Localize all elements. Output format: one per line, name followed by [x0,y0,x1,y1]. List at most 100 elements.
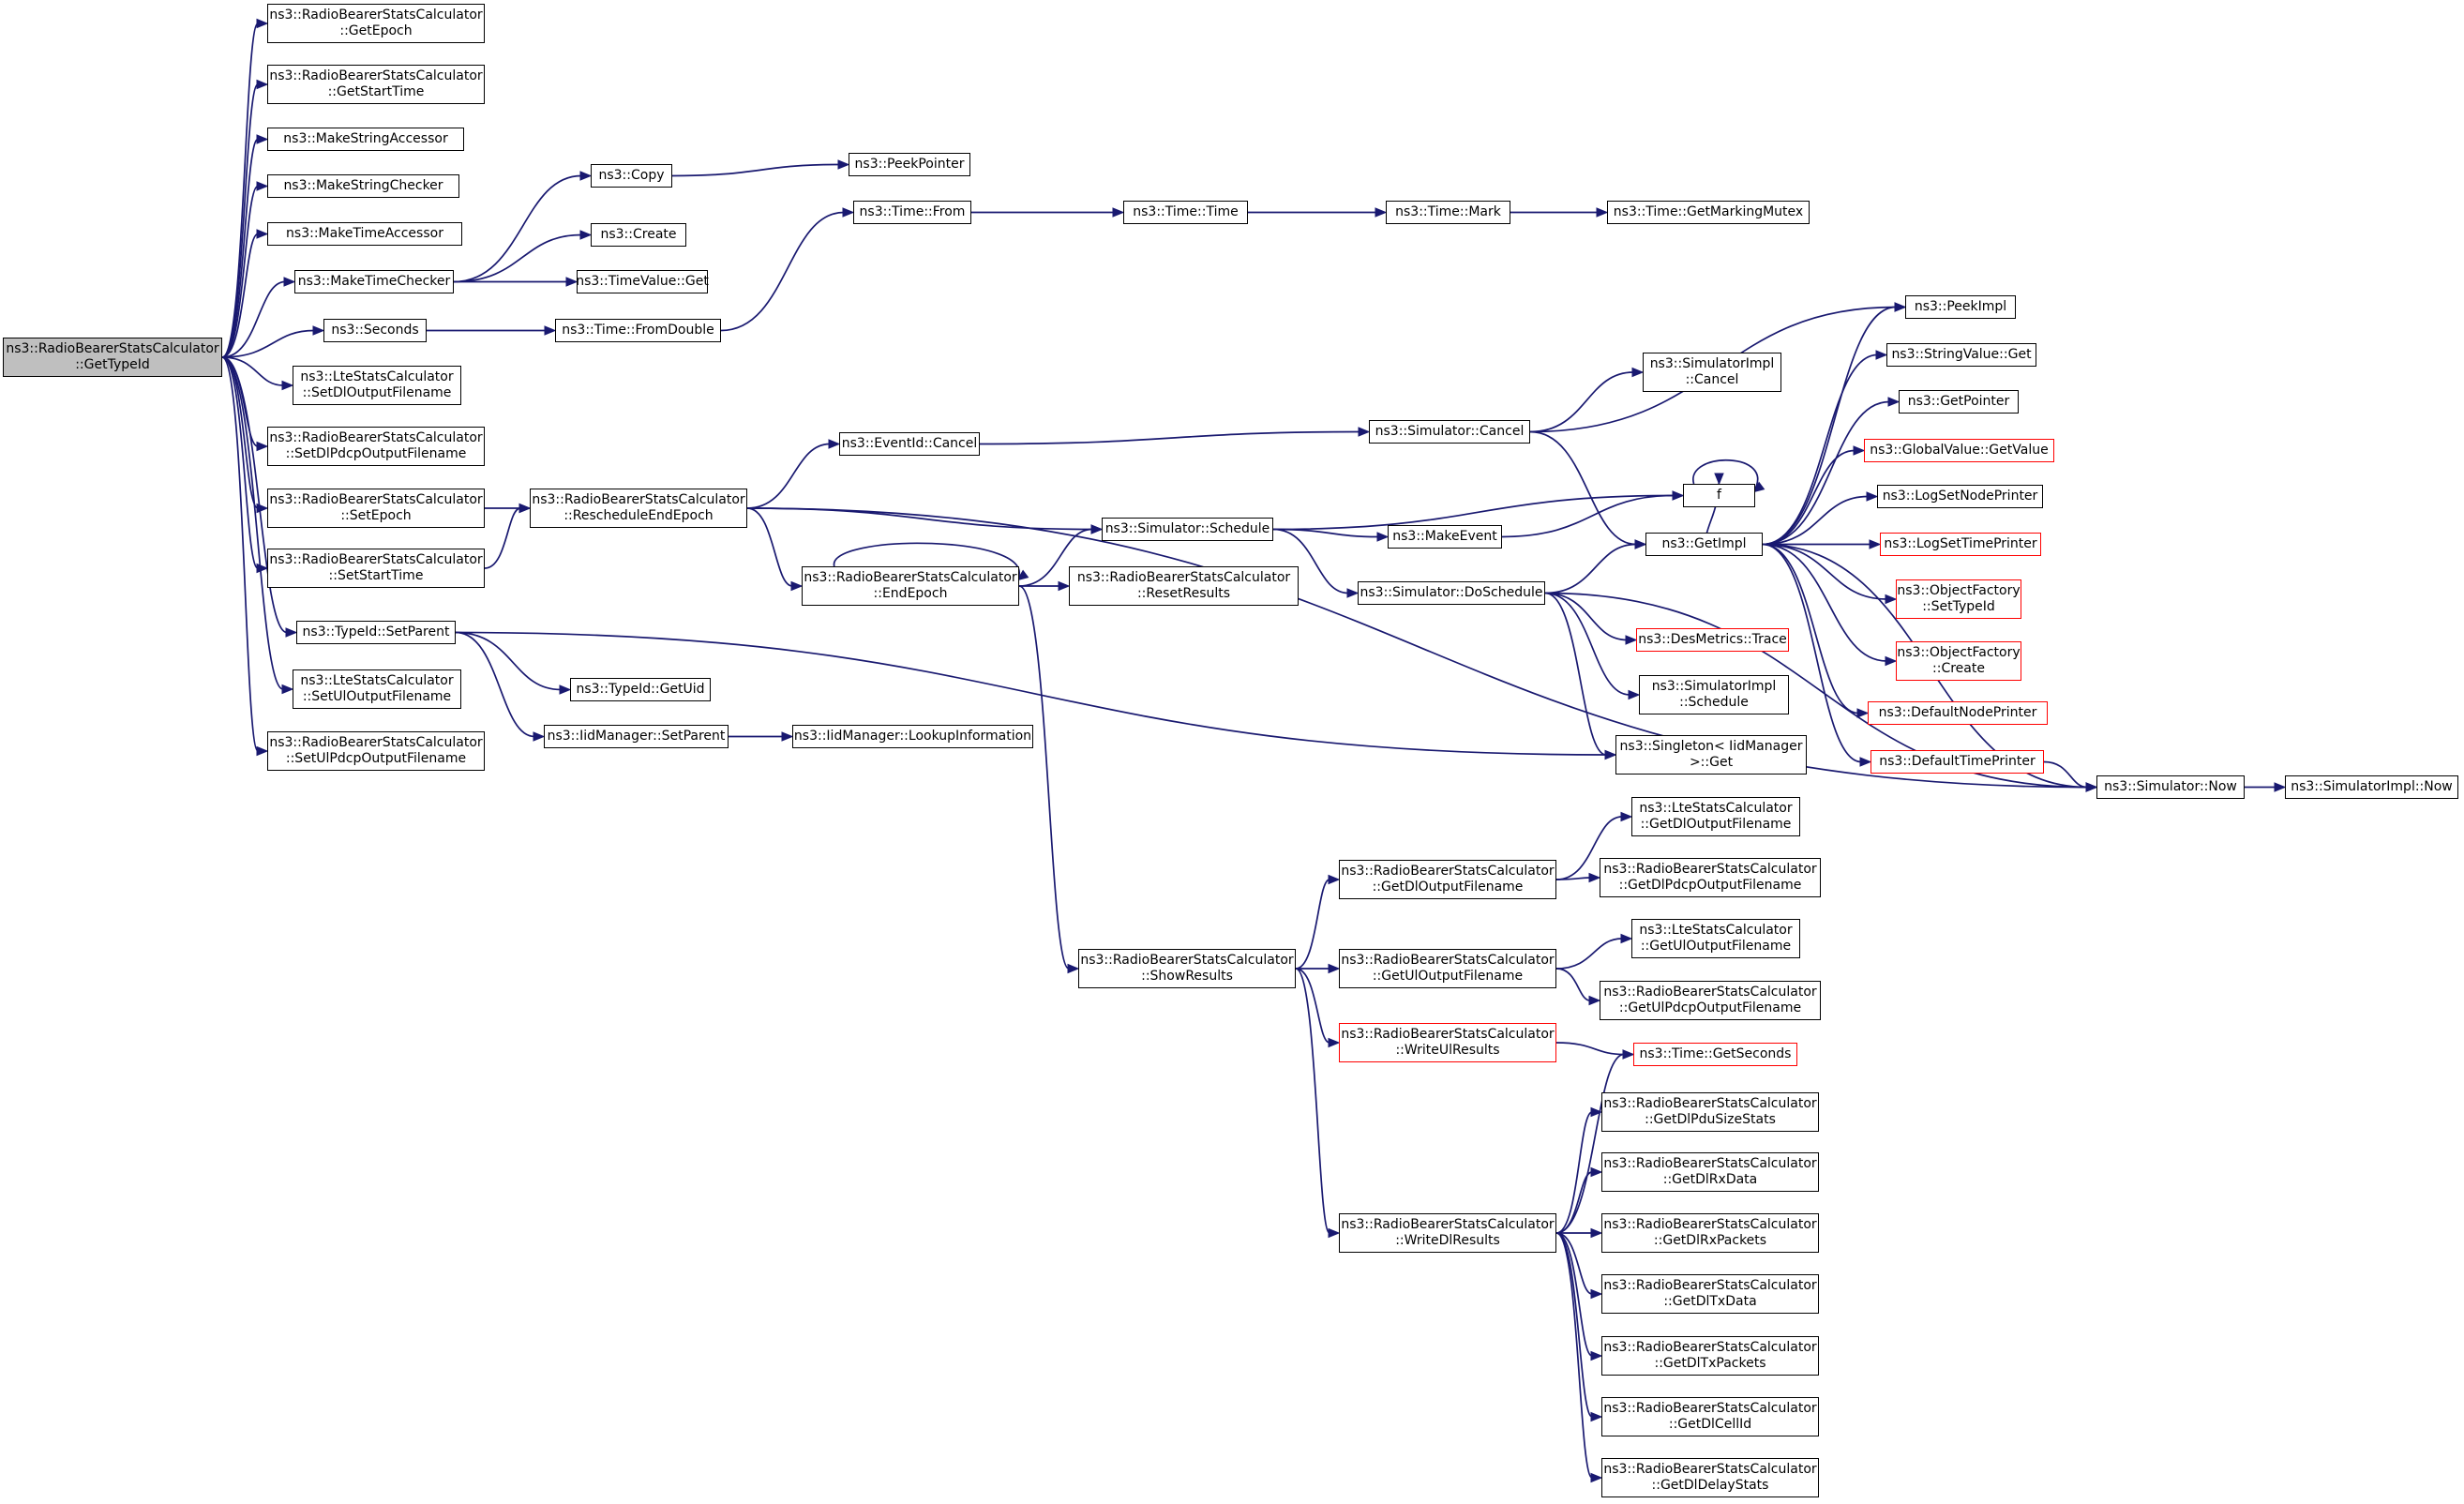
node-rb-reschedule[interactable]: ns3::RadioBearerStatsCalculator::Resched… [530,489,747,528]
node-time-from[interactable]: ns3::Time::From [853,201,971,224]
node-maketimeaccessor[interactable]: ns3::MakeTimeAccessor [267,222,462,246]
node-lte-setul[interactable]: ns3::LteStatsCalculator::SetUlOutputFile… [293,669,461,709]
node-logsetnodeprinter[interactable]: ns3::LogSetNodePrinter [1877,485,2043,508]
node-rb-getulout[interactable]: ns3::RadioBearerStatsCalculator::GetUlOu… [1339,949,1556,988]
node-rb-setepoch[interactable]: ns3::RadioBearerStatsCalculator::SetEpoc… [267,489,485,528]
edge-getimpl-to-getpointer-arrowhead [1887,397,1901,407]
node-label-line: ::SetStartTime [328,568,424,583]
edge-root-to-rb-setulpdcp [221,356,259,752]
node-rb-getulpdcpout[interactable]: ns3::RadioBearerStatsCalculator::GetUlPd… [1600,981,1821,1020]
node-simimpl-schedule[interactable]: ns3::SimulatorImpl::Schedule [1639,675,1789,714]
node-rb-getdlpdusizestats[interactable]: ns3::RadioBearerStatsCalculator::GetDlPd… [1601,1092,1819,1132]
node-rb-getdlrxpackets[interactable]: ns3::RadioBearerStatsCalculator::GetDlRx… [1601,1213,1819,1253]
edge-time-mark-to-time-getmarkingmutex-arrowhead [1596,207,1609,218]
node-getpointer[interactable]: ns3::GetPointer [1899,390,2019,414]
node-sim-doschedule[interactable]: ns3::Simulator::DoSchedule [1358,581,1545,605]
node-label-line: ns3::ObjectFactory [1897,645,2021,660]
node-makeevent[interactable]: ns3::MakeEvent [1388,525,1502,549]
node-timevalue-get[interactable]: ns3::TimeValue::Get [576,270,709,293]
node-logsettimeprinter[interactable]: ns3::LogSetTimePrinter [1880,533,2041,556]
node-label-line: ::GetDlTxData [1663,1294,1757,1309]
node-rb-showresults[interactable]: ns3::RadioBearerStatsCalculator::ShowRes… [1078,949,1296,988]
node-makestringaccessor[interactable]: ns3::MakeStringAccessor [267,128,464,151]
node-label-line: ns3::Seconds [331,323,419,338]
node-label-line: ns3::RadioBearerStatsCalculator [1341,1217,1555,1232]
node-defaulttimeprinter[interactable]: ns3::DefaultTimePrinter [1871,750,2044,774]
node-f[interactable]: f [1683,484,1755,507]
edge-getimpl-to-globalvalue-getvalue [1762,449,1856,546]
node-stringvalue-get[interactable]: ns3::StringValue::Get [1886,343,2036,367]
node-seconds[interactable]: ns3::Seconds [323,319,427,342]
node-time-getmarkingmutex[interactable]: ns3::Time::GetMarkingMutex [1607,201,1810,224]
edge-root-to-rb-getstarttime [221,83,259,358]
node-lte-setdl[interactable]: ns3::LteStatsCalculator::SetDlOutputFile… [293,366,461,405]
node-rb-setdlpdcp[interactable]: ns3::RadioBearerStatsCalculator::SetDlPd… [267,427,485,466]
node-label-line: ::SetDlOutputFilename [302,385,452,400]
node-time-getseconds[interactable]: ns3::Time::GetSeconds [1633,1043,1797,1066]
node-rb-resetresults[interactable]: ns3::RadioBearerStatsCalculator::ResetRe… [1069,566,1299,606]
node-copy[interactable]: ns3::Copy [591,164,672,188]
node-simimpl-now[interactable]: ns3::SimulatorImpl::Now [2285,775,2458,799]
node-label-line: ns3::TypeId::SetParent [302,624,450,639]
edge-eventid-cancel-to-sim-cancel-arrowhead [1358,427,1371,437]
node-rb-getdltxdata[interactable]: ns3::RadioBearerStatsCalculator::GetDlTx… [1601,1274,1819,1314]
node-makestringchecker[interactable]: ns3::MakeStringChecker [267,174,459,198]
node-time-time[interactable]: ns3::Time::Time [1123,201,1248,224]
node-simimpl-cancel[interactable]: ns3::SimulatorImpl::Cancel [1643,353,1781,392]
node-peekimpl[interactable]: ns3::PeekImpl [1905,295,2016,319]
node-objfactory-create[interactable]: ns3::ObjectFactory::Create [1896,641,2021,681]
node-sim-now[interactable]: ns3::Simulator::Now [2096,775,2245,799]
node-desmetrics-trace[interactable]: ns3::DesMetrics::Trace [1636,628,1789,652]
edge-rb-writedl-to-rb-getdlcellid-arrowhead [1590,1411,1603,1422]
node-rb-getdlpdcpout[interactable]: ns3::RadioBearerStatsCalculator::GetDlPd… [1600,858,1821,897]
node-rb-writeul[interactable]: ns3::RadioBearerStatsCalculator::WriteUl… [1339,1023,1556,1062]
edge-sim-schedule-to-sim-doschedule [1272,528,1349,594]
node-rb-writedl[interactable]: ns3::RadioBearerStatsCalculator::WriteDl… [1339,1213,1556,1253]
node-sim-cancel[interactable]: ns3::Simulator::Cancel [1369,420,1530,444]
node-iid-lookup[interactable]: ns3::IidManager::LookupInformation [792,725,1033,748]
edge-rb-showresults-to-rb-getulout-arrowhead [1328,963,1341,974]
edge-root-to-maketimechecker [221,280,286,358]
edge-maketimechecker-to-copy-arrowhead [579,171,593,181]
edge-typeid-setparent-to-typeid-getuid-arrowhead [559,684,572,695]
node-rb-endepoch[interactable]: ns3::RadioBearerStatsCalculator::EndEpoc… [802,566,1019,606]
edge-getimpl-to-logsetnodeprinter-arrowhead [1866,491,1879,502]
node-rb-getepoch[interactable]: ns3::RadioBearerStatsCalculator::GetEpoc… [267,4,485,43]
node-label-line: ::GetStartTime [327,84,425,99]
node-label-line: ns3::MakeStringChecker [283,178,443,193]
node-rb-getdldelaystats[interactable]: ns3::RadioBearerStatsCalculator::GetDlDe… [1601,1458,1819,1497]
edge-makeevent-to-f [1501,494,1675,538]
node-objfactory-settypeid[interactable]: ns3::ObjectFactory::SetTypeId [1896,579,2021,619]
node-typeid-setparent[interactable]: ns3::TypeId::SetParent [296,621,456,644]
edge-rb-endepoch-to-rb-showresults-arrowhead [1067,963,1080,974]
node-create[interactable]: ns3::Create [591,223,686,247]
node-rb-getdltxpackets[interactable]: ns3::RadioBearerStatsCalculator::GetDlTx… [1601,1336,1819,1376]
node-getimpl[interactable]: ns3::GetImpl [1645,533,1763,556]
node-typeid-getuid[interactable]: ns3::TypeId::GetUid [570,678,711,701]
node-maketimechecker[interactable]: ns3::MakeTimeChecker [294,270,454,293]
node-lte-getdlout[interactable]: ns3::LteStatsCalculator::GetDlOutputFile… [1631,797,1800,836]
node-defaultnodeprinter[interactable]: ns3::DefaultNodePrinter [1868,701,2048,725]
node-rb-getdlout[interactable]: ns3::RadioBearerStatsCalculator::GetDlOu… [1339,860,1556,899]
node-time-mark[interactable]: ns3::Time::Mark [1386,201,1510,224]
node-label-line: ns3::RadioBearerStatsCalculator [269,735,483,750]
node-rb-setulpdcp[interactable]: ns3::RadioBearerStatsCalculator::SetUlPd… [267,731,485,771]
node-iid-setparent[interactable]: ns3::IidManager::SetParent [544,725,729,748]
node-peekpointer[interactable]: ns3::PeekPointer [849,153,970,176]
node-time-fromdouble[interactable]: ns3::Time::FromDouble [555,319,721,342]
node-sim-schedule[interactable]: ns3::Simulator::Schedule [1102,518,1273,541]
edge-getimpl-to-getpointer [1762,400,1890,546]
node-eventid-cancel[interactable]: ns3::EventId::Cancel [839,432,980,456]
node-rb-getstarttime[interactable]: ns3::RadioBearerStatsCalculator::GetStar… [267,65,485,104]
edge-rb-writedl-to-rb-getdlpdusizestats [1555,1111,1593,1234]
node-rb-getdlcellid[interactable]: ns3::RadioBearerStatsCalculator::GetDlCe… [1601,1397,1819,1436]
node-label-line: ns3::SimulatorImpl [1651,679,1777,694]
node-singleton-get[interactable]: ns3::Singleton< IidManager>::Get [1615,735,1807,775]
node-rb-getdlrxdata[interactable]: ns3::RadioBearerStatsCalculator::GetDlRx… [1601,1152,1819,1192]
node-lte-getulout[interactable]: ns3::LteStatsCalculator::GetUlOutputFile… [1631,919,1800,958]
node-globalvalue-getvalue[interactable]: ns3::GlobalValue::GetValue [1864,439,2054,462]
node-rb-setstarttime[interactable]: ns3::RadioBearerStatsCalculator::SetStar… [267,549,485,588]
edge-root-to-lte-setul-arrowhead [281,684,294,695]
edge-typeid-setparent-to-iid-setparent [455,631,535,738]
